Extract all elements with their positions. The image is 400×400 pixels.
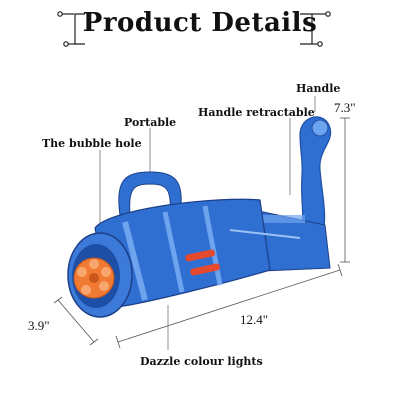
label-bubble-hole: The bubble hole (42, 137, 142, 150)
label-handle-retractable: Handle retractable (198, 106, 315, 119)
dazzle-light-red-2 (190, 263, 220, 276)
dimension-length: 12.4" (240, 312, 269, 327)
dimension-width: 3.9" (28, 318, 50, 333)
handle-grip (299, 116, 332, 243)
title-ornament-left (57, 11, 85, 47)
dimension-height: 7.3" (334, 100, 356, 115)
dimension-lines (53, 117, 350, 349)
label-handle: Handle (296, 82, 341, 95)
page-title: Product Details (82, 8, 318, 38)
label-portable: Portable (124, 116, 177, 129)
dazzle-light-red (185, 249, 215, 262)
label-dazzle-lights: Dazzle colour lights (140, 355, 263, 368)
bubble-gun (67, 116, 332, 318)
title-ornament-right (300, 11, 331, 47)
